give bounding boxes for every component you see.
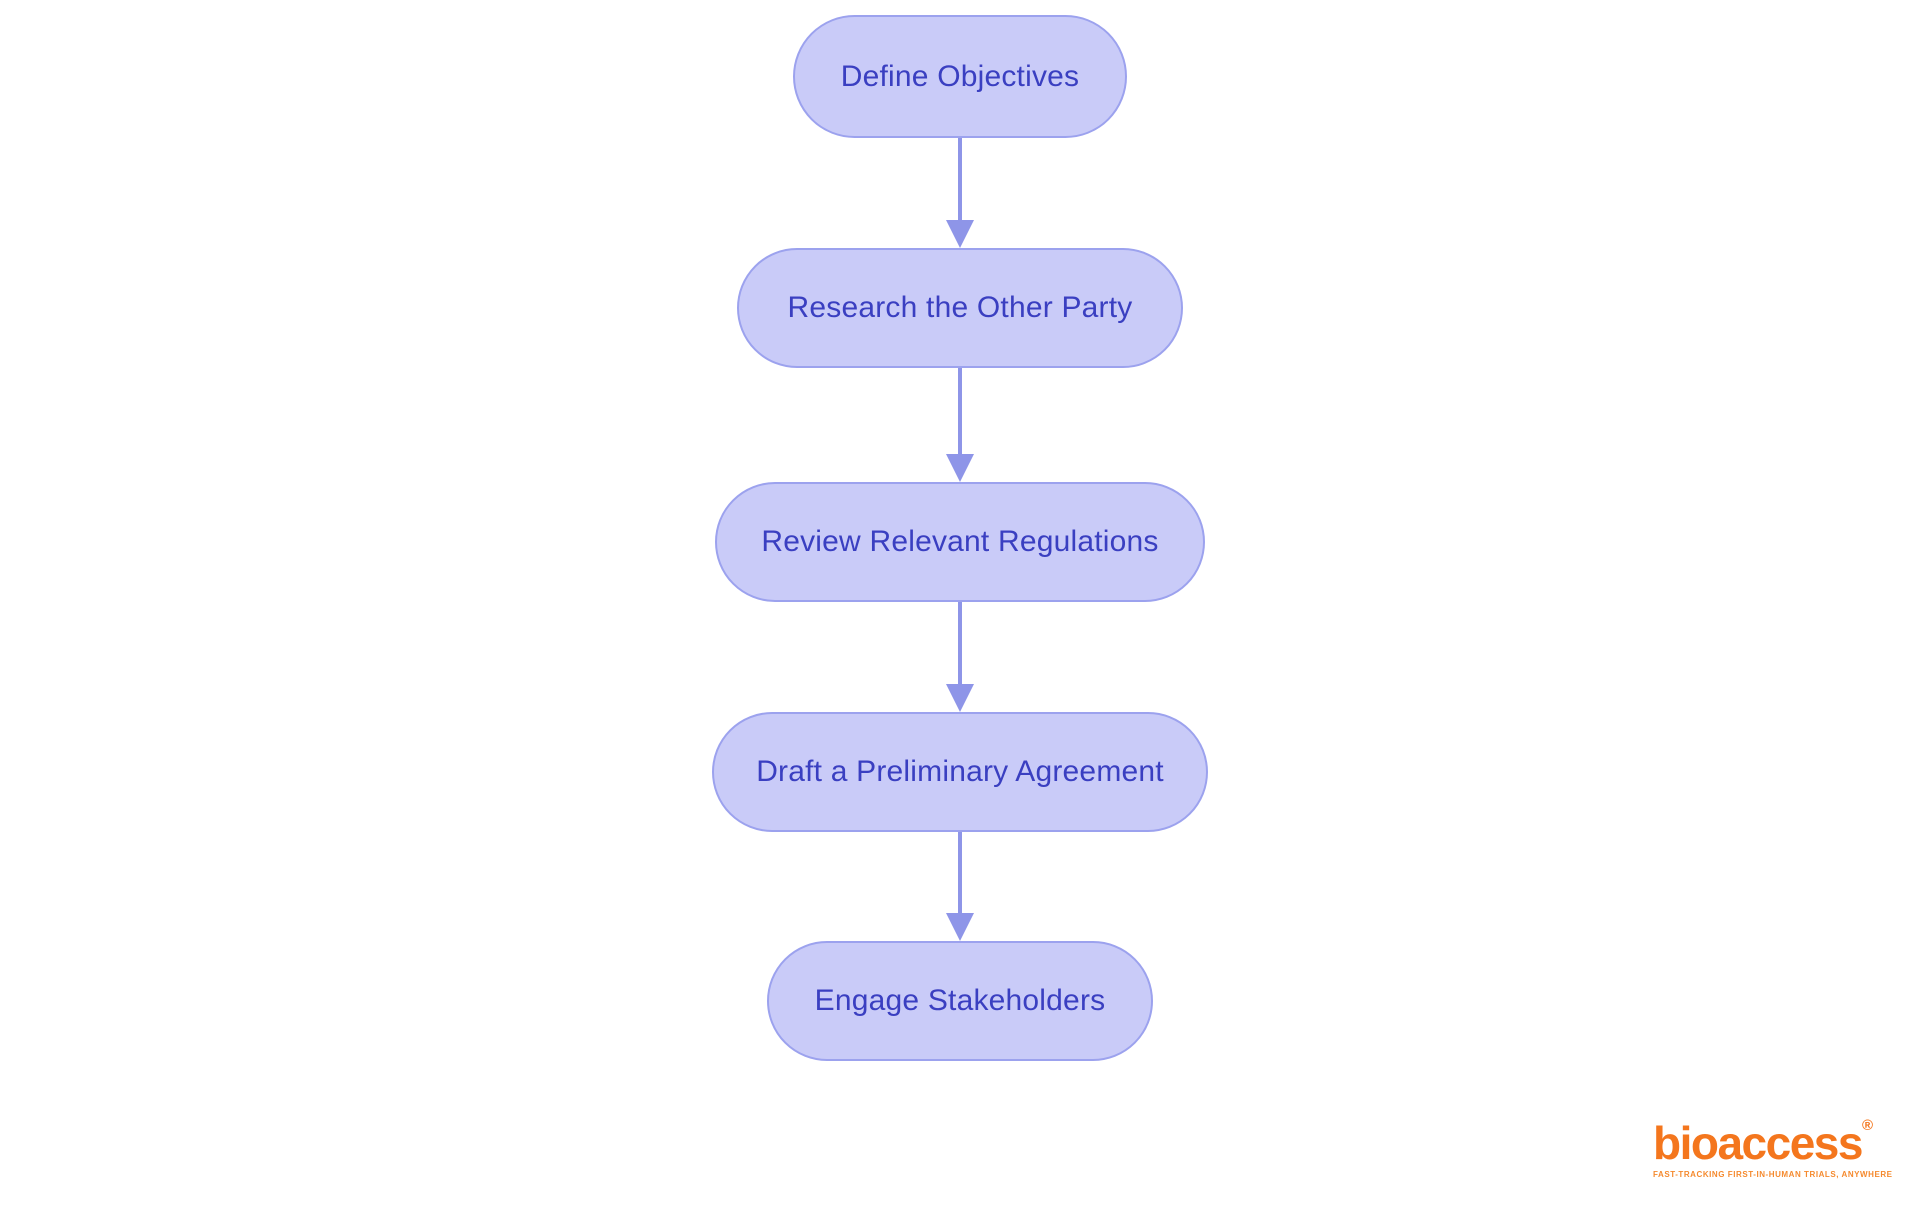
- flow-node-label: Define Objectives: [840, 59, 1080, 93]
- logo-wordmark: bioaccess: [1653, 1117, 1863, 1169]
- logo-tagline: FAST-TRACKING FIRST-IN-HUMAN TRIALS, ANY…: [1653, 1170, 1893, 1179]
- bioaccess-logo: bioaccess® FAST-TRACKING FIRST-IN-HUMAN …: [1653, 1117, 1893, 1179]
- arrow-down-icon: [946, 913, 974, 941]
- edge-connector-1-line: [958, 138, 962, 222]
- flow-node-label: Review Relevant Regulations: [761, 525, 1159, 558]
- edge-connector-3-line: [958, 602, 962, 686]
- flow-node-define-objectives: Define Objectives: [793, 15, 1127, 138]
- flow-node-label: Draft a Preliminary Agreement: [756, 755, 1164, 788]
- flow-node-draft-agreement: Draft a Preliminary Agreement: [712, 712, 1208, 832]
- edge-connector-2-line: [958, 368, 962, 456]
- arrow-down-icon: [946, 220, 974, 248]
- edge-connector-4-line: [958, 832, 962, 915]
- registered-trademark-icon: ®: [1861, 1117, 1874, 1134]
- flow-node-review-regulations: Review Relevant Regulations: [715, 482, 1205, 602]
- flow-node-label: Research the Other Party: [787, 291, 1133, 324]
- logo-wordmark-row: bioaccess®: [1653, 1117, 1893, 1169]
- arrow-down-icon: [946, 684, 974, 712]
- flow-node-label: Engage Stakeholders: [814, 984, 1106, 1017]
- flow-node-research-other-party: Research the Other Party: [737, 248, 1183, 368]
- arrow-down-icon: [946, 454, 974, 482]
- flow-node-engage-stakeholders: Engage Stakeholders: [767, 941, 1153, 1061]
